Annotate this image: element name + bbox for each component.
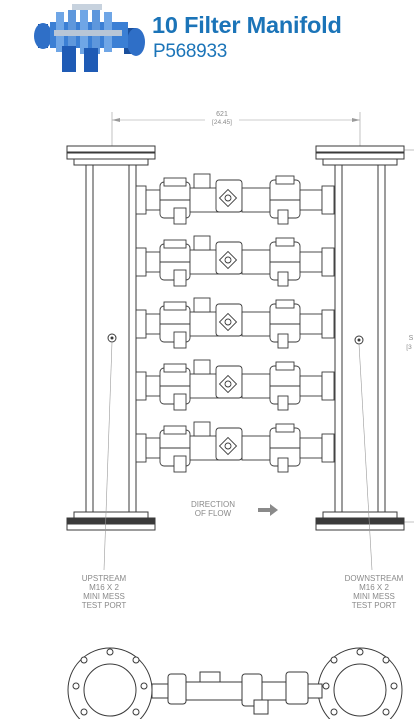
upstream-label-line3: MINI MESS xyxy=(83,592,125,601)
width-dimension-mm: 621 xyxy=(216,111,228,118)
flow-label-line2: OF FLOW xyxy=(195,509,232,518)
height-dimension-inch: [3 xyxy=(406,344,412,351)
upstream-port-label: UPSTREAM M16 X 2 MINI MESS TEST PORT xyxy=(82,574,127,610)
flow-arrow-icon xyxy=(258,504,278,516)
downstream-label-line3: MINI MESS xyxy=(353,592,395,601)
upstream-label-line2: M16 X 2 xyxy=(89,583,119,592)
downstream-label-line4: TEST PORT xyxy=(352,601,397,610)
filter-unit xyxy=(135,421,335,473)
header: 10 Filter Manifold P568933 xyxy=(0,0,414,80)
upstream-label-line1: UPSTREAM xyxy=(82,574,127,583)
downstream-label-line1: DOWNSTREAM xyxy=(345,574,404,583)
manifold-product-image xyxy=(34,4,145,72)
height-dimension-mm: S xyxy=(409,335,414,342)
upstream-label-line4: TEST PORT xyxy=(82,601,127,610)
product-title: 10 Filter Manifold xyxy=(152,12,342,38)
downstream-port-label: DOWNSTREAM M16 X 2 MINI MESS TEST PORT xyxy=(345,574,404,610)
filter-unit xyxy=(135,297,335,349)
filter-units xyxy=(135,173,335,473)
height-dimension: S [3 xyxy=(400,149,414,523)
downstream-label-line2: M16 X 2 xyxy=(359,583,389,592)
part-number: P568933 xyxy=(153,41,227,62)
top-view-drawing xyxy=(67,647,403,719)
filter-unit xyxy=(135,173,335,225)
width-dimension-inch: [24.45] xyxy=(212,119,232,126)
upstream-header-pipe xyxy=(66,145,156,531)
filter-unit xyxy=(135,359,335,411)
flow-label-line1: DIRECTION xyxy=(191,500,235,509)
width-dimension: 621 [24.45] xyxy=(111,110,361,150)
filter-unit xyxy=(135,235,335,287)
